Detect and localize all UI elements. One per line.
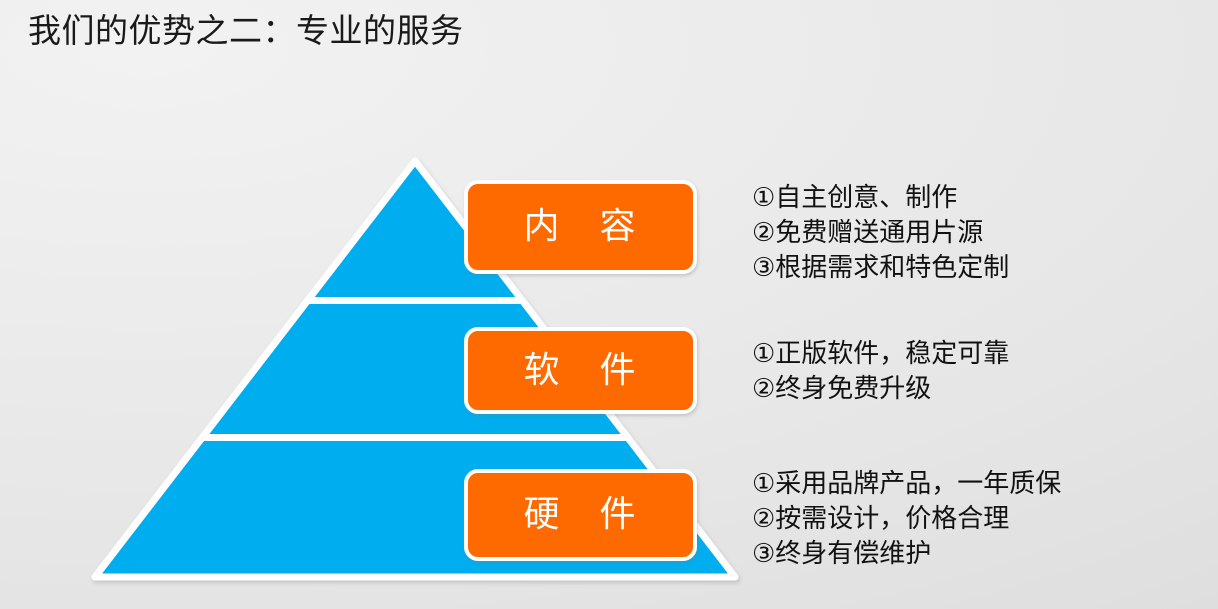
detail-list-content: ①自主创意、制作 ②免费赠送通用片源 ③根据需求和特色定制 xyxy=(752,181,1009,286)
page-title: 我们的优势之二：专业的服务 xyxy=(28,11,464,50)
detail-line: ②免费赠送通用片源 xyxy=(752,218,984,248)
detail-line: ②终身免费升级 xyxy=(752,374,932,404)
detail-line: ①采用品牌产品，一年质保 xyxy=(752,469,1062,499)
tier-label-software: 软 件 xyxy=(523,349,638,391)
detail-line: ③终身有偿维护 xyxy=(752,539,932,569)
tier-box-hardware[interactable]: 硬 件 xyxy=(464,469,697,561)
pyramid-divider-upper xyxy=(95,297,735,304)
detail-line: ②按需设计，价格合理 xyxy=(752,504,1010,534)
detail-list-hardware: ①采用品牌产品，一年质保 ②按需设计，价格合理 ③终身有偿维护 xyxy=(752,467,1061,572)
detail-line: ③根据需求和特色定制 xyxy=(752,253,1010,283)
detail-line: ①正版软件，稳定可靠 xyxy=(752,339,1010,369)
tier-box-software[interactable]: 软 件 xyxy=(464,327,697,414)
detail-list-software: ①正版软件，稳定可靠 ②终身免费升级 xyxy=(752,337,1009,407)
detail-line: ①自主创意、制作 xyxy=(752,183,958,213)
tier-label-hardware: 硬 件 xyxy=(523,494,638,535)
tier-box-content[interactable]: 内 容 xyxy=(464,180,697,274)
tier-label-content: 内 容 xyxy=(523,206,638,247)
pyramid-divider-lower xyxy=(95,434,735,441)
